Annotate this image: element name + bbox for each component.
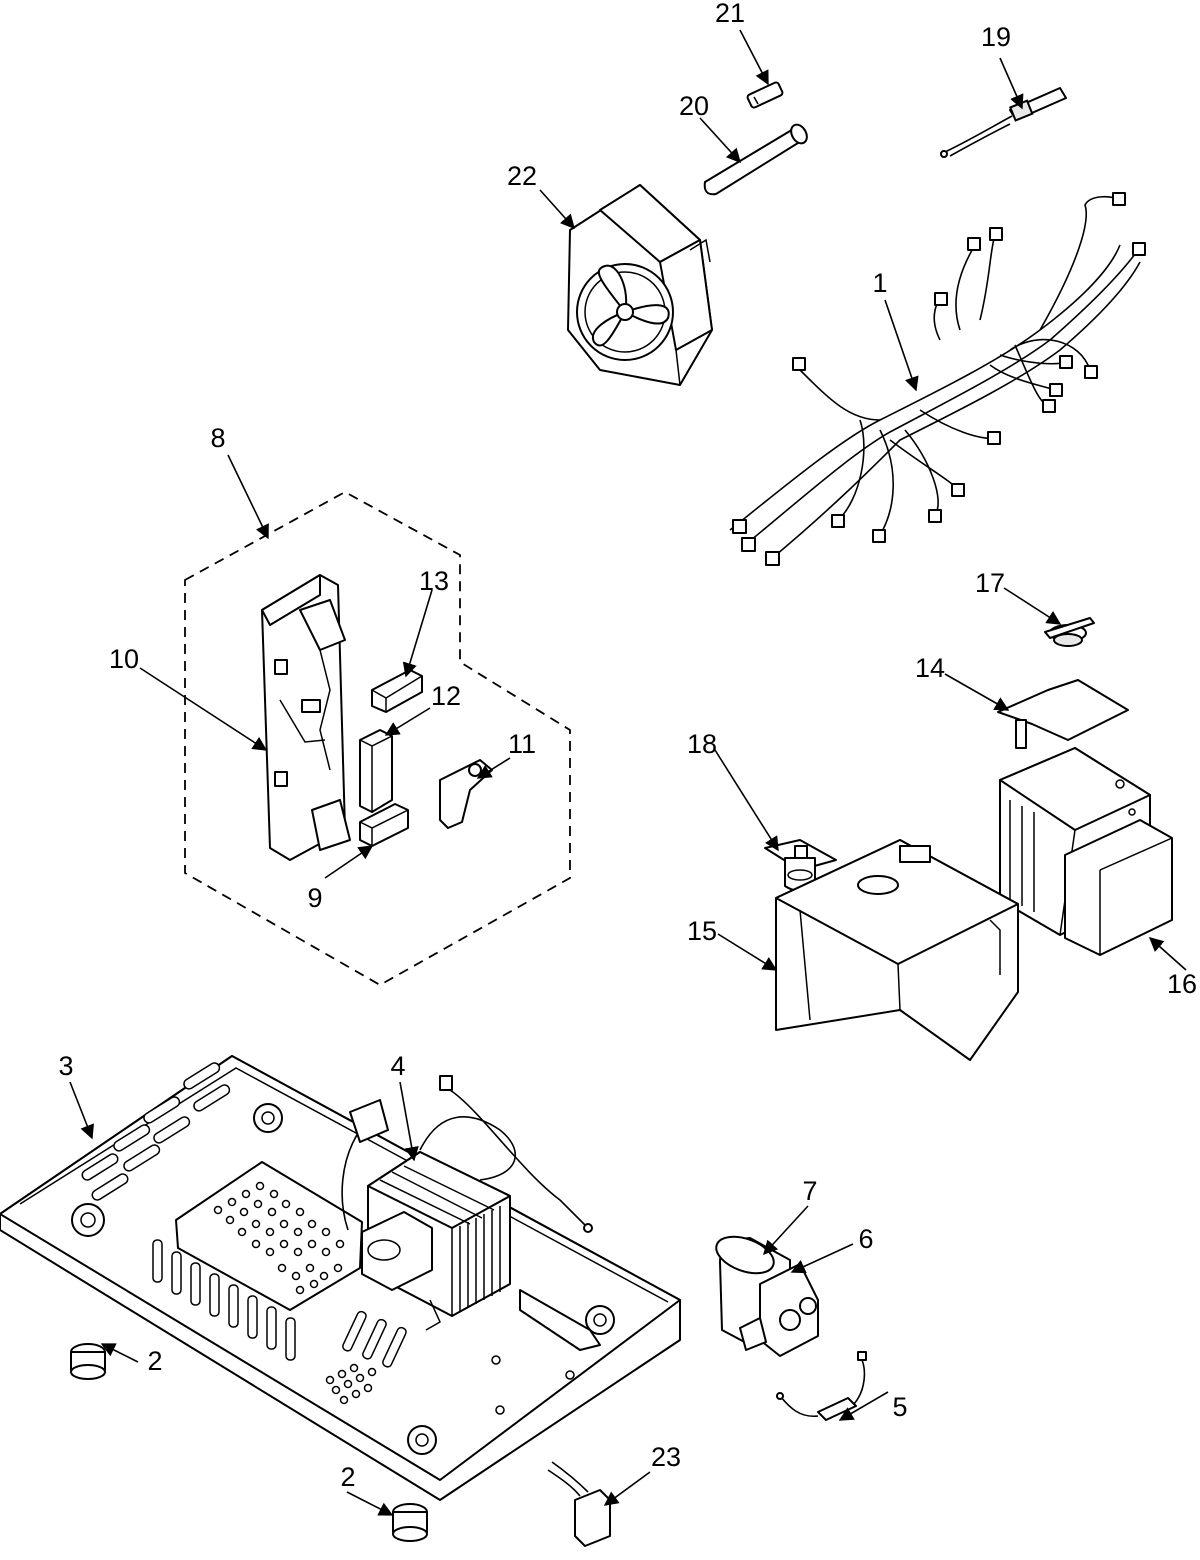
latch-lever [439, 759, 493, 829]
base-plate [0, 1055, 681, 1501]
callout-20: 20 [679, 91, 709, 121]
callout-2: 2 [340, 1462, 355, 1492]
thermostat [1044, 617, 1095, 647]
callout-13: 13 [419, 566, 449, 596]
foot-left [70, 1343, 106, 1380]
callout-23: 23 [651, 1442, 681, 1472]
callout-18: 18 [687, 729, 717, 759]
vent-fins [152, 1239, 407, 1368]
micro-switch-13 [371, 669, 423, 713]
callout-14: 14 [915, 653, 945, 683]
wire-harness [729, 192, 1146, 566]
noise-filter [547, 1461, 611, 1547]
hv-capacitor-assembly [715, 1235, 819, 1357]
magnetron [999, 719, 1173, 956]
callout-2: 2 [147, 1346, 162, 1376]
callout-3: 3 [58, 1051, 73, 1081]
callout-11: 11 [508, 729, 536, 759]
callout-16: 16 [1167, 969, 1197, 999]
callout-9: 9 [307, 883, 322, 913]
callout-10: 10 [109, 644, 139, 674]
callout-7: 7 [802, 1176, 817, 1206]
foot-bottom [392, 1503, 428, 1542]
fuse [746, 81, 784, 109]
callout-8: 8 [210, 423, 225, 453]
door-switch-assembly-outline [184, 490, 571, 987]
callout-15: 15 [687, 916, 717, 946]
callout-12: 12 [431, 681, 461, 711]
tube-part [703, 123, 808, 196]
callout-1: 1 [872, 268, 887, 298]
air-duct [775, 839, 1019, 1061]
thermal-fuse [940, 87, 1067, 158]
blower-fan-assembly [567, 184, 713, 386]
callout-22: 22 [507, 161, 537, 191]
micro-switch-12 [359, 729, 393, 813]
hv-diode [776, 1351, 867, 1421]
callout-21: 21 [715, 0, 745, 28]
callout-6: 6 [858, 1224, 873, 1254]
hv-transformer [341, 1075, 593, 1331]
small-hole-cluster [325, 1363, 377, 1405]
callout-4: 4 [390, 1051, 405, 1081]
micro-switch-9 [359, 803, 409, 847]
callout-19: 19 [981, 22, 1011, 52]
latch-board [261, 574, 351, 861]
callout-5: 5 [892, 1392, 907, 1422]
vent-hole-grid [213, 1181, 345, 1295]
callout-17: 17 [975, 568, 1005, 598]
